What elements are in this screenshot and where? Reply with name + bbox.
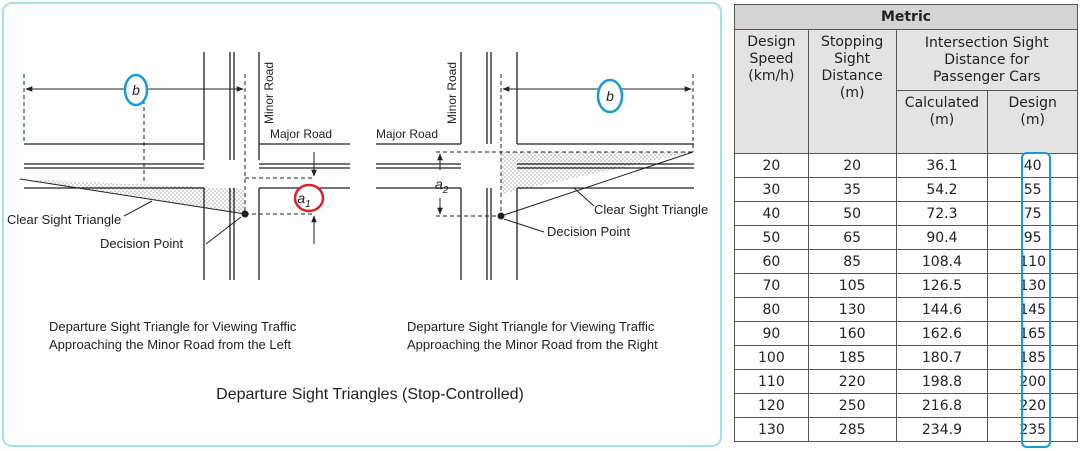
cell-design-speed: 50 xyxy=(734,225,809,250)
right-clear-sight-label: Clear Sight Triangle xyxy=(594,202,708,217)
right-caption-line1: Departure Sight Triangle for Viewing Tra… xyxy=(407,319,655,334)
header-design-speed: Design Speed (km/h) xyxy=(734,29,809,154)
cell-design: 145 xyxy=(987,297,1078,322)
cell-design: 40 xyxy=(987,153,1078,178)
diagram-panel: b a1 Decision Point Clear Sight Triangle… xyxy=(2,2,722,447)
left-decision-point-dot xyxy=(241,210,249,218)
table-title: Metric xyxy=(734,4,1078,30)
left-b-highlight-ellipse xyxy=(123,73,149,107)
cell-calculated: 72.3 xyxy=(895,201,989,226)
left-major-road-label: Major Road xyxy=(270,127,332,141)
header-design: Design (m) xyxy=(987,90,1078,154)
header-intersection-sight-distance: Intersection Sight Distance for Passenge… xyxy=(895,29,1079,91)
right-caption-line2: Approaching the Minor Road from the Righ… xyxy=(407,337,658,352)
right-b-highlight-ellipse xyxy=(596,78,624,114)
right-decision-point-label: Decision Point xyxy=(547,224,630,239)
cell-calculated: 36.1 xyxy=(895,153,989,178)
cell-design: 165 xyxy=(987,321,1078,346)
cell-design-speed: 120 xyxy=(734,393,809,418)
cell-calculated: 54.2 xyxy=(895,177,989,202)
right-b-label: b xyxy=(606,88,614,104)
cell-design: 220 xyxy=(987,393,1078,418)
cell-calculated: 234.9 xyxy=(895,417,989,442)
sight-distance-table: Metric Design Speed (km/h) Stopping Sigh… xyxy=(734,4,1079,442)
cell-stopping-distance: 285 xyxy=(807,417,897,442)
cell-calculated: 180.7 xyxy=(895,345,989,370)
cell-design-speed: 80 xyxy=(734,297,809,322)
right-a2-label: a2 xyxy=(435,176,449,196)
right-clear-sight-triangle-shade xyxy=(501,152,693,194)
left-figure: b a1 Decision Point Clear Sight Triangle… xyxy=(7,52,350,352)
right-minor-road-label: Minor Road xyxy=(445,62,459,124)
cell-design: 95 xyxy=(987,225,1078,250)
cell-stopping-distance: 185 xyxy=(807,345,897,370)
cell-design-speed: 60 xyxy=(734,249,809,274)
cell-stopping-distance: 50 xyxy=(807,201,897,226)
header-stopping-sight-distance: Stopping Sight Distance (m) xyxy=(807,29,897,154)
cell-design-speed: 90 xyxy=(734,321,809,346)
cell-stopping-distance: 35 xyxy=(807,177,897,202)
cell-stopping-distance: 160 xyxy=(807,321,897,346)
cell-stopping-distance: 65 xyxy=(807,225,897,250)
cell-design: 185 xyxy=(987,345,1078,370)
cell-design-speed: 130 xyxy=(734,417,809,442)
cell-design: 75 xyxy=(987,201,1078,226)
cell-design-speed: 100 xyxy=(734,345,809,370)
cell-design-speed: 110 xyxy=(734,369,809,394)
right-decision-point-dot xyxy=(497,212,505,220)
cell-design: 235 xyxy=(987,417,1078,442)
cell-stopping-distance: 105 xyxy=(807,273,897,298)
left-a1-label: a1 xyxy=(297,190,310,210)
cell-design-speed: 70 xyxy=(734,273,809,298)
cell-calculated: 126.5 xyxy=(895,273,989,298)
left-decision-point-label: Decision Point xyxy=(100,236,183,251)
cell-design: 110 xyxy=(987,249,1078,274)
cell-stopping-distance: 85 xyxy=(807,249,897,274)
cell-design: 55 xyxy=(987,177,1078,202)
left-b-label: b xyxy=(132,82,140,98)
cell-calculated: 162.6 xyxy=(895,321,989,346)
cell-design-speed: 20 xyxy=(734,153,809,178)
header-calculated: Calculated (m) xyxy=(895,90,989,154)
left-caption-line1: Departure Sight Triangle for Viewing Tra… xyxy=(49,319,297,334)
left-caption-line2: Approaching the Minor Road from the Left xyxy=(49,337,291,352)
right-major-road-label: Major Road xyxy=(376,127,438,141)
left-a1-highlight-ellipse xyxy=(293,183,325,213)
cell-stopping-distance: 20 xyxy=(807,153,897,178)
cell-design-speed: 40 xyxy=(734,201,809,226)
left-minor-road-label: Minor Road xyxy=(262,62,276,124)
cell-stopping-distance: 220 xyxy=(807,369,897,394)
cell-calculated: 144.6 xyxy=(895,297,989,322)
cell-calculated: 108.4 xyxy=(895,249,989,274)
cell-calculated: 216.8 xyxy=(895,393,989,418)
diagram-main-title: Departure Sight Triangles (Stop-Controll… xyxy=(216,386,524,403)
sight-distance-table-container: Metric Design Speed (km/h) Stopping Sigh… xyxy=(734,4,1079,448)
right-figure: b a2 Decision Point Clear Sight Triangle… xyxy=(376,52,708,352)
cell-design: 130 xyxy=(987,273,1078,298)
departure-sight-triangles-diagram: b a1 Decision Point Clear Sight Triangle… xyxy=(7,52,708,403)
cell-stopping-distance: 130 xyxy=(807,297,897,322)
cell-calculated: 90.4 xyxy=(895,225,989,250)
left-clear-sight-label: Clear Sight Triangle xyxy=(7,212,121,227)
cell-calculated: 198.8 xyxy=(895,369,989,394)
cell-design: 200 xyxy=(987,369,1078,394)
cell-design-speed: 30 xyxy=(734,177,809,202)
cell-stopping-distance: 250 xyxy=(807,393,897,418)
